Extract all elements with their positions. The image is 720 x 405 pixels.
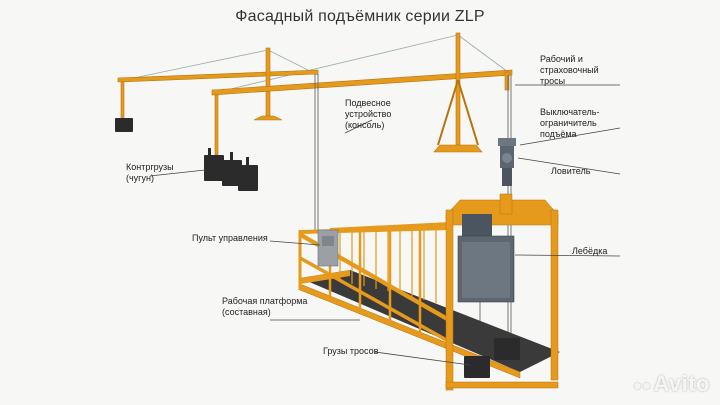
rope-weights-shape [464,338,520,378]
label-rope-weights: Грузы тросов [323,346,379,356]
label-limit-switch-line3: подъёма [540,129,577,139]
label-limit-switch-line2: ограничитель [540,118,597,128]
label-platform-line2: (составная) [222,307,271,317]
winch-shape [457,214,515,303]
avito-watermark-text: Avito [653,371,710,396]
label-suspension-line2: устройство [345,109,392,119]
label-ropes-line1: Рабочий и [540,54,583,64]
avito-watermark: ●●Avito [633,371,710,397]
label-control-panel: Пульт управления [192,233,268,243]
label-platform-line1: Рабочая платформа [222,296,308,306]
label-limit-switch: Выключатель- ограничитель подъёма [540,107,599,140]
label-counterweights-line1: Контргрузы [126,162,174,172]
label-platform: Рабочая платформа (составная) [222,296,307,318]
leader-lines [149,84,621,366]
front-beam [211,32,513,156]
label-ropes: Рабочий и страховочный тросы [540,54,599,87]
label-ropes-line3: тросы [540,76,566,86]
end-frame [445,193,559,391]
label-limit-switch-line1: Выключатель- [540,107,600,117]
label-ropes-line2: страховочный [540,65,599,75]
label-suspension: Подвесное устройство (консоль) [345,98,391,131]
label-suspension-line1: Подвесное [345,98,391,108]
diagram-title: Фасадный подъёмник серии ZLP [235,8,485,25]
counterweights-shape [115,118,258,191]
label-safety-lock: Ловитель [551,166,591,176]
label-suspension-line3: (консоль) [345,120,385,130]
avito-logo-icon: ●● [633,377,652,394]
label-counterweights-line2: (чугун) [126,173,154,183]
control-panel-shape [317,229,339,267]
safety-lock-shape [498,138,516,186]
label-counterweights: Контргрузы (чугун) [126,162,174,184]
label-winch: Лебёдка [572,246,608,256]
